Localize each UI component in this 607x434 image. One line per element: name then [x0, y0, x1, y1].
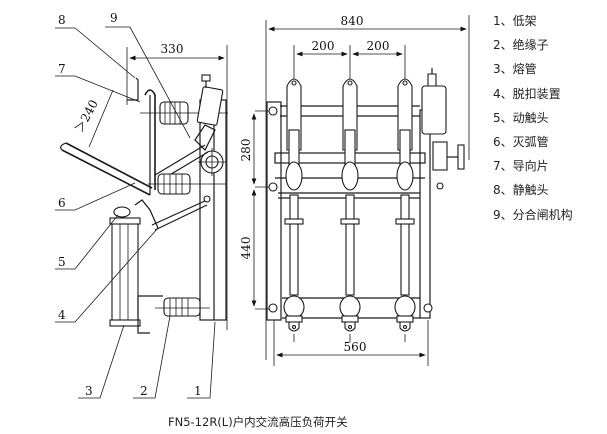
dim-840-label: 840: [341, 14, 364, 28]
static-contact-arm: [144, 89, 156, 190]
callout-5: 5: [58, 255, 66, 269]
side-view: 330: [55, 11, 228, 399]
trip-rod-2: [154, 204, 208, 231]
legend-item-label: 脱扣装置: [512, 86, 561, 101]
dim-440-label: 440: [239, 237, 253, 260]
legend-item: 6、灭弧管: [493, 130, 573, 154]
legend-item-label: 绝缘子: [512, 38, 549, 53]
fuse-tube: [109, 217, 141, 327]
callout-2: 2: [140, 384, 148, 398]
dim-200-label-1: 200: [312, 39, 335, 53]
legend-separator: 、: [500, 14, 513, 28]
legend-item-label: 静触头: [512, 183, 549, 198]
operating-mechanism: [194, 74, 226, 176]
legend-item: 2、绝缘子: [493, 33, 573, 57]
callout-6: 6: [58, 196, 66, 210]
legend-separator: 、: [500, 207, 513, 222]
legend-item-label: 分合闸机构: [512, 207, 573, 222]
legend-item-label: 导向片: [512, 159, 549, 174]
legend-item-label: 灭弧管: [512, 134, 549, 149]
trip-rod: [151, 199, 208, 226]
legend-item-label: 低架: [512, 14, 537, 28]
front-operating-mechanism: [421, 68, 465, 190]
middle-insulator: [148, 173, 226, 195]
front-frame-right: [419, 109, 431, 319]
mount-hole: [268, 303, 278, 313]
mount-hole: [268, 106, 278, 116]
callout-7: 7: [58, 62, 66, 76]
mount-hole: [423, 303, 433, 313]
legend-separator: 、: [500, 38, 513, 53]
legend-item-number: 9: [493, 207, 501, 222]
callout-1: 1: [194, 384, 202, 398]
legend-item-number: 7: [493, 159, 501, 174]
dim-560-label: 560: [344, 340, 367, 354]
legend-item-number: 2: [493, 38, 501, 53]
legend-item: 9、分合闸机构: [493, 203, 573, 227]
legend-separator: 、: [500, 134, 513, 149]
callout-9: 9: [110, 11, 118, 25]
bottom-insulator: [137, 295, 210, 334]
legend-item-number: 4: [493, 86, 501, 101]
trip-pivot: [203, 195, 211, 203]
callout-8: 8: [58, 13, 66, 27]
legend-item-number: 5: [493, 110, 501, 125]
legend-item: 7、导向片: [493, 154, 573, 178]
dim-280-label: 280: [239, 139, 253, 162]
legend-item-number: 8: [493, 183, 501, 198]
dim-200-label-2: 200: [367, 39, 390, 53]
mount-hole: [268, 182, 278, 192]
legend-separator: 、: [500, 110, 513, 125]
pole-2: [339, 78, 361, 342]
legend-item-number: 1: [493, 14, 501, 28]
figure-caption: FN5-12R(L)户内交流高压负荷开关: [168, 415, 348, 429]
front-frame-left: [266, 101, 282, 321]
legend-separator: 、: [500, 183, 513, 198]
legend-separator: 、: [500, 159, 513, 174]
guide-plate: [127, 77, 139, 101]
legend-item: 4、脱扣装置: [493, 82, 573, 106]
pole-3: [394, 78, 416, 342]
legend-separator: 、: [500, 86, 513, 101]
legend-item-number: 6: [493, 134, 501, 149]
legend-item: 5、动触头: [493, 106, 573, 130]
callout-3: 3: [85, 384, 93, 398]
legend-item: 1、低架: [493, 9, 573, 33]
moving-contact-hinge: [113, 206, 131, 218]
upper-insulator: [140, 101, 228, 125]
legend-item: 8、静触头: [493, 178, 573, 202]
legend-item-label: 动触头: [512, 110, 549, 125]
front-view: 840 200 200 280 440 560: [239, 14, 470, 366]
dim-330-label: 330: [161, 42, 184, 56]
legend-item-label: 熔管: [512, 62, 537, 77]
callout-4: 4: [58, 308, 66, 322]
legend-item-number: 3: [493, 62, 501, 77]
legend-separator: 、: [500, 62, 513, 77]
pole-1: [283, 78, 305, 342]
trip-link: [134, 199, 159, 229]
dim-240-line: [88, 89, 114, 148]
legend-item: 3、熔管: [493, 57, 573, 81]
callout-leaders: [55, 26, 216, 399]
